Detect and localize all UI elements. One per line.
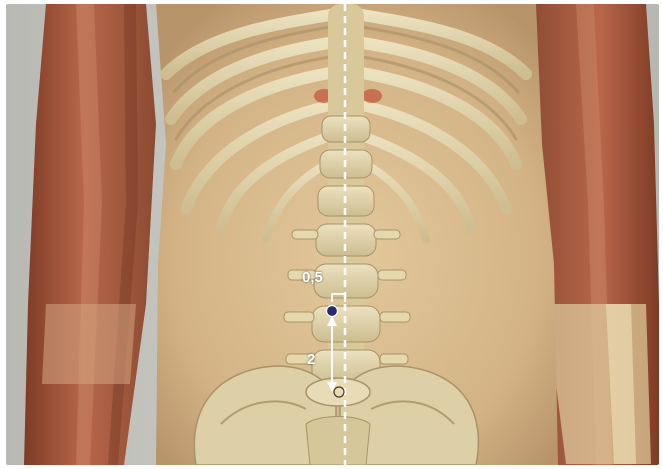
vertical-distance-label: 2 — [307, 352, 315, 367]
anatomy-drawing — [6, 4, 659, 465]
pelvis — [194, 366, 478, 465]
lateral-distance-label: 0,5 — [302, 270, 323, 285]
anatomy-illustration: 0,5 2 — [6, 4, 659, 465]
acupoint-marker — [327, 306, 338, 317]
